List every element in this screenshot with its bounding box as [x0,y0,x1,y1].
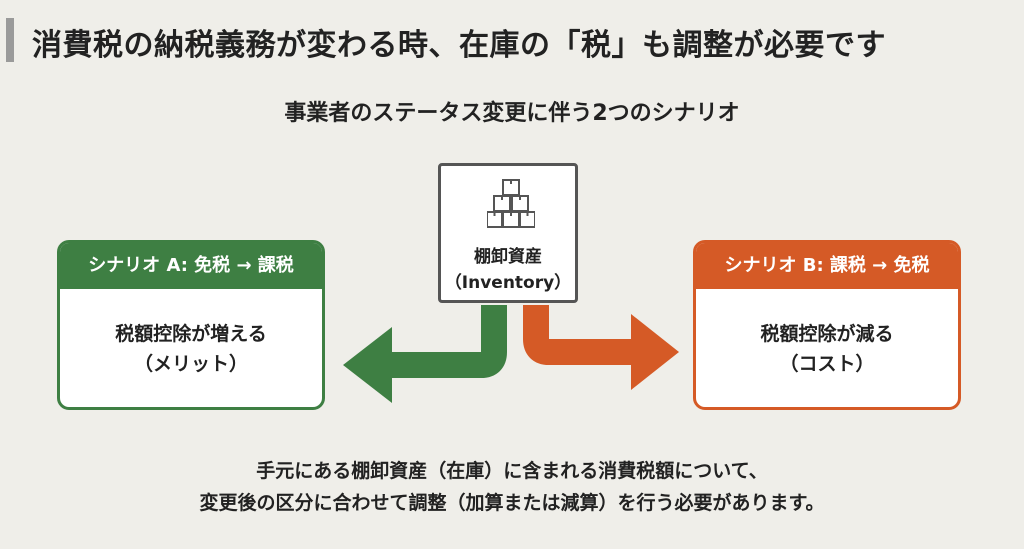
scenario-b-line2: （コスト） [779,353,875,375]
footer-note: 手元にある棚卸資産（在庫）に含まれる消費税額について、 変更後の区分に合わせて調… [0,455,1024,519]
inventory-label: 棚卸資産 （Inventory） [441,244,575,296]
scenario-b-body: 税額控除が減る （コスト） [696,289,958,379]
inventory-label-jp: 棚卸資産 [474,247,542,267]
scenario-b-card: シナリオ B: 課税 → 免税 税額控除が減る （コスト） [693,240,961,410]
stacked-boxes-icon [487,179,535,228]
page-title: 消費税の納税義務が変わる時、在庫の「税」も調整が必要です [32,28,886,63]
title-accent-bar [6,18,14,62]
footer-line2: 変更後の区分に合わせて調整（加算または減算）を行う必要があります。 [199,492,825,514]
scenario-b-header: シナリオ B: 課税 → 免税 [696,243,958,289]
footer-line1: 手元にある棚卸資産（在庫）に含まれる消費税額について、 [256,460,768,482]
arrow-to-scenario-a [388,305,507,378]
scenario-a-header: シナリオ A: 免税 → 課税 [60,243,322,289]
arrow-head-b [631,314,679,390]
arrow-head-a [343,327,392,403]
inventory-label-en: （Inventory） [444,273,572,293]
scenario-a-body: 税額控除が増える （メリット） [60,289,322,379]
inventory-node: 棚卸資産 （Inventory） [438,163,578,303]
scenario-a-line1: 税額控除が増える [115,323,267,345]
scenario-b-line1: 税額控除が減る [760,323,894,345]
arrow-to-scenario-b [523,305,636,365]
scenario-a-line2: （メリット） [133,353,248,375]
scenario-a-card: シナリオ A: 免税 → 課税 税額控除が増える （メリット） [57,240,325,410]
subtitle: 事業者のステータス変更に伴う2つのシナリオ [284,101,740,126]
